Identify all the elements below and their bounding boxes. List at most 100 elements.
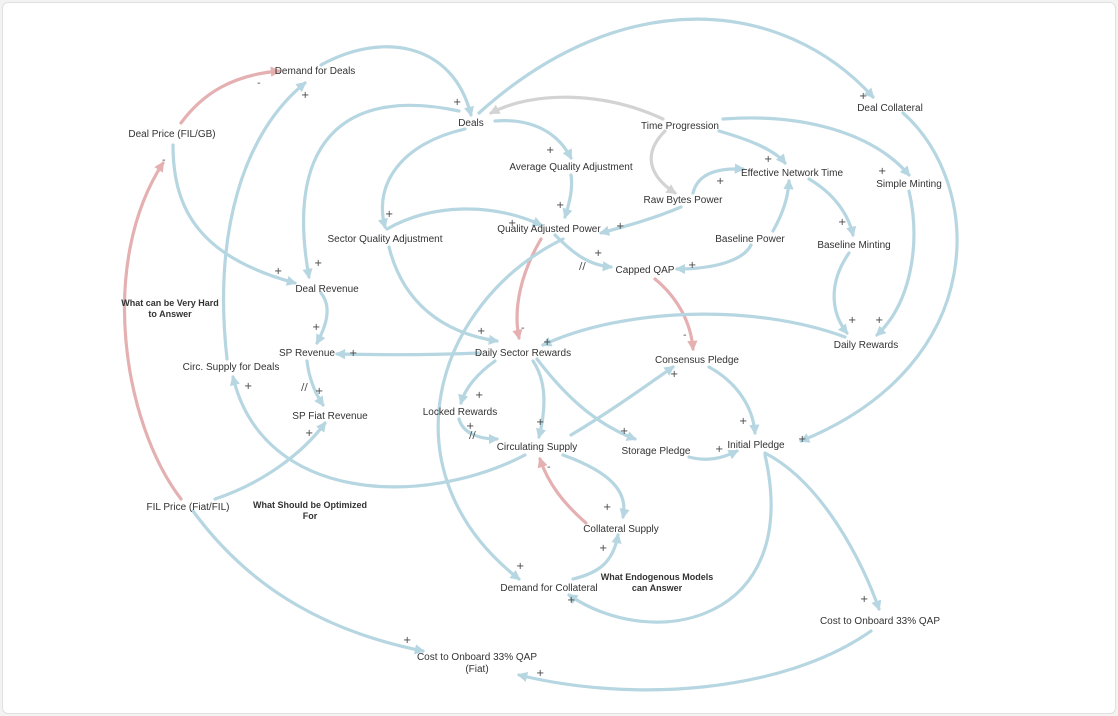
sign-demand-to-deals: + bbox=[453, 97, 461, 108]
node-deal-price[interactable]: Deal Price (FIL/GB) bbox=[128, 129, 215, 140]
sign-capped-qap-to-consensus-pledge: - bbox=[683, 330, 687, 341]
note-endogenous-line1: What Endogenous Models bbox=[601, 572, 714, 582]
link-time-progression-to-deals bbox=[489, 95, 665, 121]
node-demand-for-collateral[interactable]: Demand for Collateral bbox=[500, 583, 597, 594]
sign-sector-quality-to-daily-sector-rewards: + bbox=[477, 326, 485, 337]
node-baseline-power[interactable]: Baseline Power bbox=[715, 234, 785, 245]
link-effective-network-time-to-baseline-minting bbox=[807, 177, 857, 237]
node-deals[interactable]: Deals bbox=[458, 118, 484, 129]
causal-loop-diagram: - + + - + + + + + + + + + + + // + + + +… bbox=[121, 17, 959, 692]
node-deal-revenue[interactable]: Deal Revenue bbox=[295, 284, 359, 295]
sign-circ-supply-to-demand: + bbox=[301, 90, 309, 101]
link-time-progression-to-raw-bytes-power bbox=[649, 129, 677, 195]
link-deals-to-average-quality-adjustment bbox=[493, 119, 573, 160]
sign-sp-revenue-to-fiat-revenue: + bbox=[315, 386, 323, 397]
node-sector-quality-adjustment[interactable]: Sector Quality Adjustment bbox=[327, 234, 442, 245]
note-optimized-line1: What Should be Optimized bbox=[253, 500, 367, 510]
nodes-layer: Demand for Deals Deal Price (FIL/GB) Dea… bbox=[128, 66, 941, 675]
node-effective-network-time[interactable]: Effective Network Time bbox=[741, 168, 844, 179]
sign-deals-to-sector-quality: + bbox=[385, 209, 393, 220]
sign-fil-price-to-cost-fiat: + bbox=[403, 635, 411, 646]
sign-effective-time-to-baseline-minting: + bbox=[838, 217, 846, 228]
link-initial-pledge-to-demand-for-collateral bbox=[567, 453, 773, 624]
node-sp-revenue[interactable]: SP Revenue bbox=[279, 348, 335, 359]
sign-delay-locked-to-circulating: // bbox=[469, 430, 476, 441]
note-optimized-line2: For bbox=[303, 511, 318, 521]
link-fil-price-to-cost-to-onboard-fiat bbox=[191, 509, 426, 655]
node-baseline-minting[interactable]: Baseline Minting bbox=[817, 240, 890, 251]
link-daily-sector-rewards-to-circulating-supply bbox=[531, 359, 546, 439]
node-storage-pledge[interactable]: Storage Pledge bbox=[622, 446, 691, 457]
link-daily-rewards-to-daily-sector-rewards bbox=[541, 312, 847, 347]
note-very-hard-line2: to Answer bbox=[148, 309, 192, 319]
sign-deals-to-deal-revenue: + bbox=[314, 258, 322, 269]
node-capped-qap[interactable]: Capped QAP bbox=[616, 265, 675, 276]
node-cost-to-onboard-fiat-line1[interactable]: Cost to Onboard 33% QAP bbox=[417, 652, 537, 663]
sign-storage-to-initial-pledge: + bbox=[715, 444, 723, 455]
link-deals-to-deal-revenue bbox=[302, 103, 461, 280]
node-consensus-pledge[interactable]: Consensus Pledge bbox=[655, 355, 739, 366]
link-daily-sector-rewards-to-sp-revenue bbox=[334, 349, 481, 360]
sign-circulating-to-collateral-supply: + bbox=[603, 502, 611, 513]
sign-deal-price-to-demand: - bbox=[257, 78, 261, 89]
link-circulating-supply-to-circ-supply-for-deals bbox=[229, 375, 527, 489]
link-demand-for-collateral-to-collateral-supply bbox=[571, 532, 622, 581]
link-collateral-supply-to-circulating-supply bbox=[537, 457, 588, 525]
node-fil-price[interactable]: FIL Price (Fiat/FIL) bbox=[147, 502, 230, 513]
sign-circulating-to-consensus-pledge: + bbox=[670, 369, 678, 380]
node-time-progression[interactable]: Time Progression bbox=[641, 121, 719, 132]
node-daily-sector-rewards[interactable]: Daily Sector Rewards bbox=[475, 348, 571, 359]
sign-fil-price-to-sp-fiat: + bbox=[305, 428, 313, 439]
link-fil-price-to-sp-fiat-revenue bbox=[213, 421, 327, 501]
link-circ-supply-for-deals-to-demand-for-deals bbox=[222, 81, 307, 361]
link-circulating-supply-to-consensus-pledge bbox=[569, 365, 675, 437]
node-daily-rewards[interactable]: Daily Rewards bbox=[834, 340, 898, 351]
sign-collateral-to-circulating: - bbox=[547, 462, 551, 473]
sign-simple-minting-to-daily-rewards: + bbox=[875, 315, 883, 326]
node-cost-to-onboard-fiat-line2[interactable]: (Fiat) bbox=[465, 664, 488, 675]
link-locked-rewards-to-circulating-supply bbox=[457, 417, 500, 445]
sign-deal-collateral-to-initial-pledge: + bbox=[798, 434, 806, 445]
node-demand-for-deals[interactable]: Demand for Deals bbox=[275, 66, 356, 77]
note-endogenous-line2: can Answer bbox=[632, 583, 683, 593]
link-raw-bytes-power-to-effective-network-time bbox=[691, 163, 746, 195]
link-time-progression-to-simple-minting bbox=[721, 116, 911, 177]
node-collateral-supply[interactable]: Collateral Supply bbox=[583, 524, 659, 535]
node-raw-bytes-power[interactable]: Raw Bytes Power bbox=[644, 195, 724, 206]
node-locked-rewards[interactable]: Locked Rewards bbox=[423, 407, 497, 418]
sign-delay-qap-to-capped-qap: // bbox=[579, 261, 586, 272]
link-deal-price-to-demand-for-deals bbox=[179, 66, 282, 125]
link-initial-pledge-to-cost-to-onboard-qap bbox=[763, 451, 882, 611]
link-daily-sector-rewards-to-storage-pledge bbox=[535, 357, 637, 441]
node-cost-to-onboard-qap[interactable]: Cost to Onboard 33% QAP bbox=[820, 616, 940, 627]
link-consensus-pledge-to-initial-pledge bbox=[707, 365, 760, 436]
link-capped-qap-to-consensus-pledge bbox=[653, 277, 698, 352]
sign-qap-to-demand-collateral: + bbox=[516, 561, 524, 572]
node-circulating-supply[interactable]: Circulating Supply bbox=[497, 442, 578, 453]
node-quality-adjusted-power[interactable]: Quality Adjusted Power bbox=[497, 224, 601, 235]
link-sector-quality-adjustment-to-qap bbox=[385, 207, 543, 231]
link-raw-bytes-power-to-qap bbox=[599, 205, 683, 236]
link-circulating-supply-to-collateral-supply bbox=[561, 453, 630, 520]
node-circ-supply-for-deals[interactable]: Circ. Supply for Deals bbox=[183, 362, 280, 373]
node-sp-fiat-revenue[interactable]: SP Fiat Revenue bbox=[292, 411, 368, 422]
sign-initial-pledge-to-demand-collateral: + bbox=[567, 595, 575, 606]
sign-qap-to-daily-sector-rewards: - bbox=[521, 323, 525, 334]
link-fil-price-to-deal-price bbox=[122, 161, 183, 501]
links-layer bbox=[122, 17, 959, 692]
link-demand-for-deals-to-deals bbox=[319, 45, 474, 117]
node-deal-collateral[interactable]: Deal Collateral bbox=[857, 103, 923, 114]
link-average-quality-adjustment-to-qap bbox=[562, 173, 574, 219]
sign-sector-rewards-to-storage-pledge: + bbox=[620, 426, 628, 437]
node-average-quality-adjustment[interactable]: Average Quality Adjustment bbox=[509, 162, 632, 173]
sign-sector-quality-to-qap: + bbox=[508, 218, 516, 229]
link-deal-revenue-to-sp-revenue bbox=[315, 291, 329, 345]
sign-time-to-effective-time: + bbox=[764, 154, 772, 165]
polarity-signs-layer: - + + - + + + + + + + + + + + // + + + +… bbox=[162, 78, 886, 679]
node-simple-minting[interactable]: Simple Minting bbox=[876, 179, 942, 190]
sign-delay-sp-revenue-to-fiat-revenue: // bbox=[301, 382, 308, 393]
node-initial-pledge[interactable]: Initial Pledge bbox=[727, 440, 785, 451]
link-sp-revenue-to-sp-fiat-revenue bbox=[305, 359, 325, 407]
link-sector-quality-adjustment-to-daily-sector-rewards bbox=[387, 245, 500, 345]
